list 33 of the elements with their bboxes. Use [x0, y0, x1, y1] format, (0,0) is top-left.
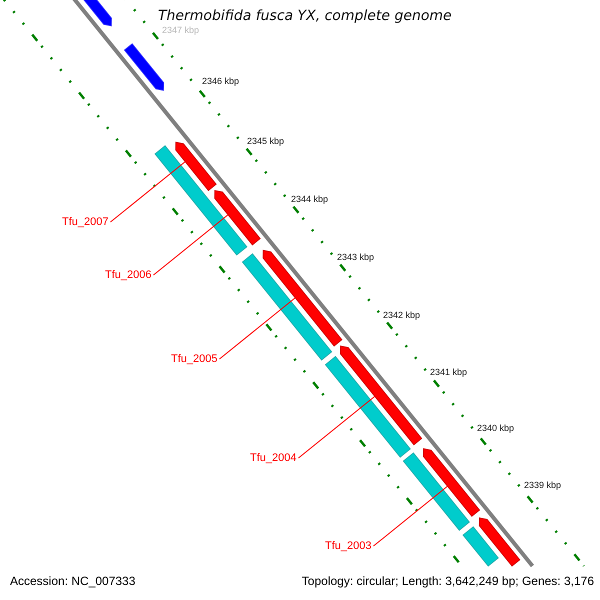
leader-line [298, 396, 376, 459]
position-label: 2343 kbp [337, 253, 374, 263]
position-label: 2339 kbp [524, 481, 562, 491]
position-label: 2346 kbp [202, 77, 240, 87]
gene-feature [242, 253, 332, 361]
gene-label: Tfu_2005 [171, 353, 218, 366]
title: Thermobifida fusca YX, complete genome [158, 9, 452, 24]
position-label: 2342 kbp [383, 311, 420, 321]
gene-label: Tfu_2007 [62, 216, 108, 228]
gene-feature [214, 190, 261, 246]
gene-label: Tfu_2006 [105, 269, 152, 282]
gene-feature [462, 526, 499, 567]
gene-feature [175, 142, 217, 192]
position-label: 2347 kbp [162, 26, 200, 36]
gene-feature [478, 517, 520, 567]
gene-label: Tfu_2003 [325, 540, 372, 552]
leader-line [110, 161, 186, 223]
gene-feature [124, 43, 164, 91]
leader-line [218, 297, 296, 360]
gene-feature [324, 356, 411, 458]
leader-line [152, 214, 229, 276]
gene-label: Tfu_2004 [250, 452, 296, 464]
position-label: 2345 kbp [247, 137, 284, 147]
gene-feature [154, 145, 248, 256]
gene-feature [340, 346, 422, 446]
position-label: 2340 kbp [477, 424, 514, 434]
position-label: 2344 kbp [291, 195, 328, 205]
accession-text: Accession: NC_007333 [10, 575, 136, 588]
gene-feature [423, 448, 480, 517]
leader-line [372, 486, 448, 547]
gene-feature [402, 452, 470, 531]
position-label: 2341 kbp [430, 368, 468, 378]
genome-summary-text: Topology: circular; Length: 3,642,249 bp; Genes: 3,176 [302, 575, 594, 588]
